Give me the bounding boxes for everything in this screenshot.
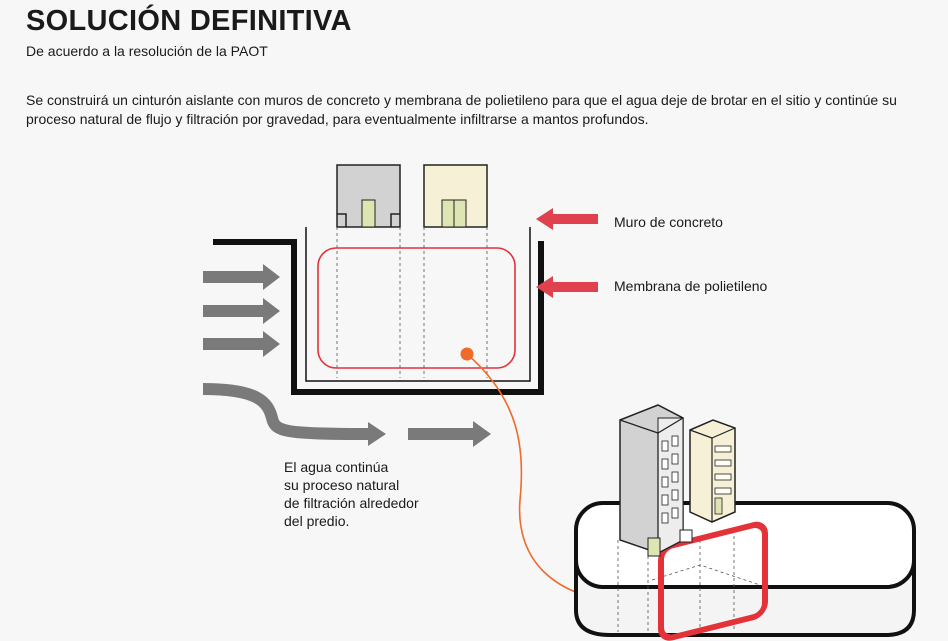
- water-flow-bend-arrow-icon: [202, 383, 491, 447]
- description-paragraph: Se construirá un cinturón aislante con m…: [26, 92, 897, 127]
- water-flow-caption: El agua continúa su proceso natural de f…: [284, 458, 474, 530]
- building-icon: [689, 419, 736, 523]
- page-title: SOLUCIÓN DEFINITIVA: [26, 5, 352, 37]
- building-icon: [619, 404, 693, 557]
- caption-line: El agua continúa: [284, 459, 389, 475]
- concrete-wall: [213, 227, 544, 395]
- caption-line: del predio.: [284, 513, 350, 529]
- label-concrete-wall: Muro de concreto: [614, 214, 723, 230]
- polyethylene-membrane: [317, 247, 516, 369]
- caption-line: de filtración alrededor: [284, 495, 419, 511]
- pointer-arrow-icon: [536, 208, 598, 298]
- page-subtitle: De acuerdo a la resolución de la PAOT: [26, 43, 268, 59]
- site-membrane: [658, 521, 768, 641]
- connector-line: [466, 353, 635, 607]
- caption-line: su proceso natural: [284, 477, 400, 493]
- water-flow-arrow-icon: [203, 264, 280, 357]
- label-polyethylene-membrane: Membrana de polietileno: [614, 278, 768, 294]
- section-building-left: [336, 164, 401, 228]
- foundation-guides: [336, 227, 488, 378]
- section-building-right: [423, 164, 488, 228]
